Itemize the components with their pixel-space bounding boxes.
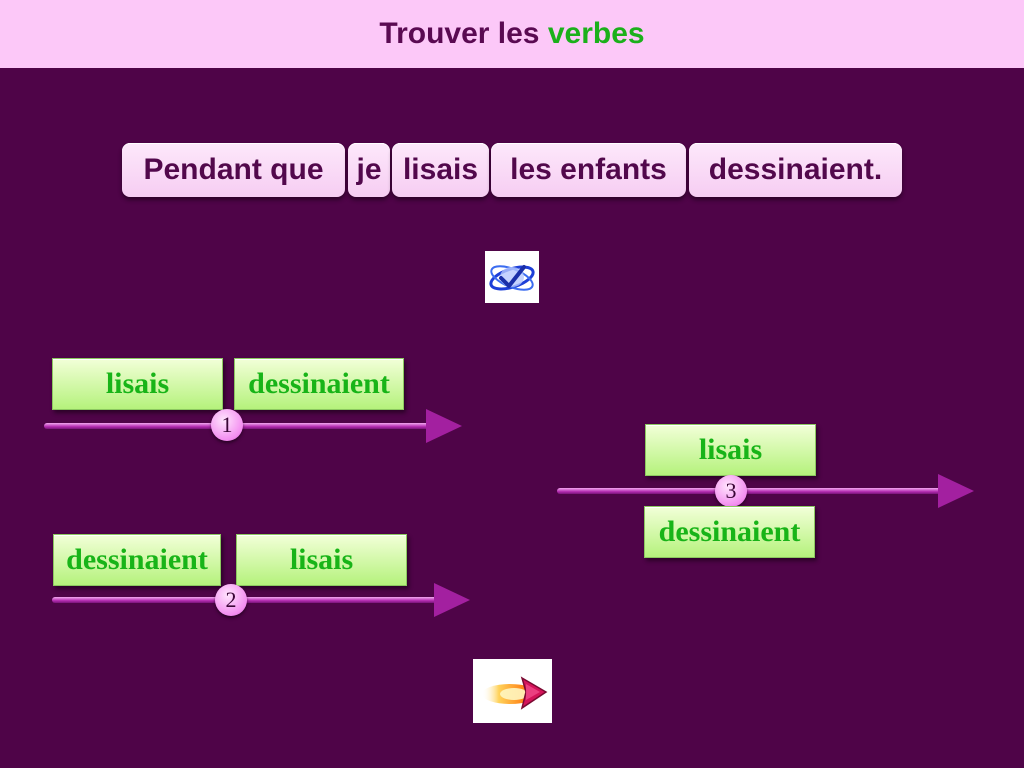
check-button[interactable]: [485, 251, 539, 303]
timeline-3-label-lisais[interactable]: lisais: [645, 424, 816, 476]
timeline-3-badge: 3: [715, 475, 747, 507]
word-button-je[interactable]: je: [348, 143, 390, 197]
timeline-1-label-lisais[interactable]: lisais: [52, 358, 223, 410]
title-accent: verbes: [547, 17, 645, 50]
page-title: Trouver les verbes: [0, 0, 1024, 68]
word-button-lisais[interactable]: lisais: [392, 143, 489, 197]
word-button-dessinaient[interactable]: dessinaient.: [689, 143, 902, 197]
word-button-les-enfants[interactable]: les enfants: [491, 143, 686, 197]
timeline-3-arrow: [557, 488, 949, 494]
next-button[interactable]: [473, 659, 552, 723]
check-logo-icon: [489, 265, 535, 291]
timeline-1-arrow-head: [426, 409, 462, 443]
timeline-1-badge: 1: [211, 409, 243, 441]
timeline-2-label-lisais[interactable]: lisais: [236, 534, 407, 586]
timeline-2-arrow: [52, 597, 444, 603]
title-text: Trouver les: [379, 17, 540, 50]
next-arrow-icon: [481, 676, 547, 710]
timeline-3-label-dessinaient[interactable]: dessinaient: [644, 506, 815, 558]
timeline-2-badge: 2: [215, 584, 247, 616]
timeline-2-arrow-head: [434, 583, 470, 617]
timeline-2-label-dessinaient[interactable]: dessinaient: [53, 534, 221, 586]
word-button-pendant-que[interactable]: Pendant que: [122, 143, 345, 197]
timeline-1-label-dessinaient[interactable]: dessinaient: [234, 358, 404, 410]
timeline-3-arrow-head: [938, 474, 974, 508]
